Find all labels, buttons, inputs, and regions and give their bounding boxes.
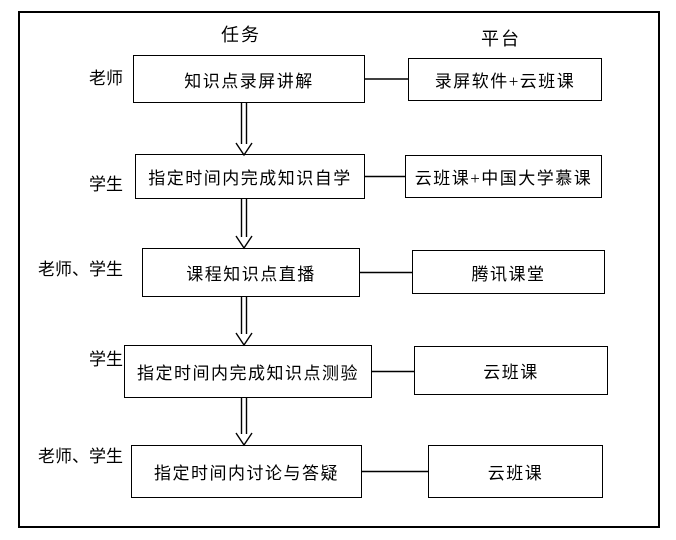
role-label: 老师、学生 [38, 260, 123, 279]
platform-box: 云班课 [414, 346, 608, 395]
task-box: 课程知识点直播 [142, 248, 360, 297]
task-box: 指定时间内讨论与答疑 [131, 445, 362, 498]
role-label: 老师 [89, 69, 123, 88]
task-box: 指定时间内完成知识点测验 [124, 345, 372, 398]
role-label: 老师、学生 [38, 447, 123, 466]
role-label: 学生 [89, 175, 123, 194]
platform-box: 云班课 [428, 445, 603, 498]
task-box: 指定时间内完成知识自学 [135, 154, 365, 199]
role-label: 学生 [89, 350, 123, 369]
outer-border [18, 11, 660, 528]
platform-box: 腾讯课堂 [412, 250, 605, 294]
column-header-task: 任务 [221, 25, 261, 45]
column-header-platform: 平台 [481, 29, 521, 49]
platform-box: 云班课+中国大学慕课 [405, 155, 602, 198]
task-box: 知识点录屏讲解 [133, 55, 365, 103]
platform-box: 录屏软件+云班课 [408, 58, 602, 101]
